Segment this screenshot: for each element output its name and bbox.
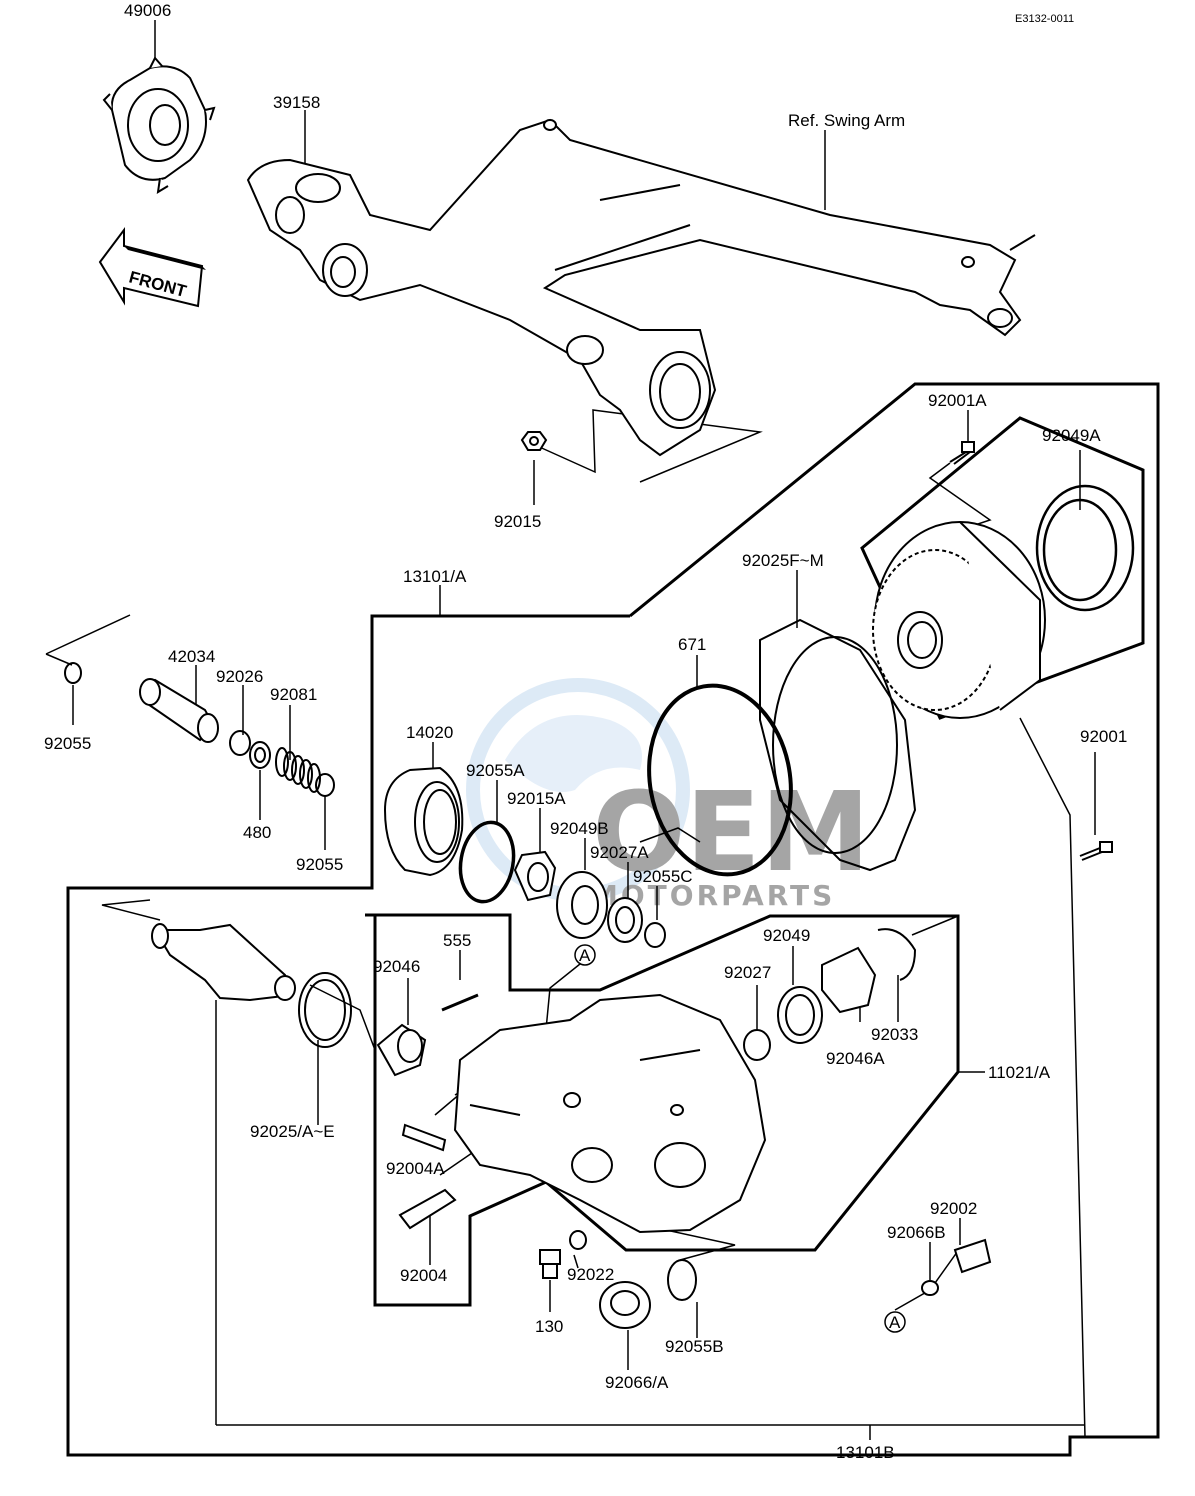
label-14020: 14020 [406, 723, 453, 742]
label-11021A: 11021/A [988, 1063, 1051, 1082]
label-92033: 92033 [871, 1025, 918, 1044]
label-92001: 92001 [1080, 727, 1127, 746]
label-92027: 92027 [724, 963, 771, 982]
part-small-rings [64, 662, 335, 797]
label-555: 555 [443, 931, 471, 950]
part-front-arrow: FRONT [98, 227, 206, 308]
label-480: 480 [243, 823, 271, 842]
label-92002: 92002 [930, 1199, 977, 1218]
label-92027A: 92027A [590, 843, 649, 862]
label-92055C: 92055C [633, 867, 693, 886]
part-92001-bolt [1079, 841, 1113, 861]
label-130: 130 [535, 1317, 563, 1336]
label-92081: 92081 [270, 685, 317, 704]
part-studs [398, 1123, 457, 1230]
label-92004A: 92004A [386, 1159, 445, 1178]
part-92055A-oring [458, 820, 516, 904]
part-671-oring [647, 683, 793, 877]
part-right-bearings [743, 928, 917, 1061]
label-92026: 92026 [216, 667, 263, 686]
label-13101A: 13101/A [403, 567, 467, 586]
label-92055-b: 92055 [296, 855, 343, 874]
marker-a-top-text: A [579, 946, 591, 965]
part-ring-gear [872, 521, 1046, 719]
part-49006-coupling [102, 56, 216, 194]
label-92022: 92022 [567, 1265, 614, 1284]
label-92055A: 92055A [466, 761, 525, 780]
label-92004: 92004 [400, 1266, 447, 1285]
label-42034: 42034 [168, 647, 215, 666]
label-ref-swing-arm: Ref. Swing Arm [788, 111, 905, 130]
label-92025AE: 92025/A~E [250, 1122, 335, 1141]
label-92055B: 92055B [665, 1337, 724, 1356]
part-92046-bearing [376, 993, 479, 1077]
label-92049: 92049 [763, 926, 810, 945]
marker-a-bottom-text: A [889, 1313, 901, 1332]
label-92049B: 92049B [550, 819, 609, 838]
label-92066A: 92066/A [605, 1373, 669, 1392]
label-92046: 92046 [373, 957, 420, 976]
part-92001A-bolt [949, 441, 975, 465]
label-92066B: 92066B [887, 1223, 946, 1242]
part-final-drive-case [453, 993, 767, 1234]
outline-11021A [365, 913, 960, 1307]
part-92081-spring [275, 747, 321, 793]
label-92001A: 92001A [928, 391, 987, 410]
label-92015: 92015 [494, 512, 541, 531]
label-39158: 39158 [273, 93, 320, 112]
label-49006: 49006 [124, 1, 171, 20]
label-92025FM: 92025F~M [742, 551, 824, 570]
label-92049A: 92049A [1042, 426, 1101, 445]
marker-a-top: A [574, 944, 596, 966]
part-42034-sleeve [139, 678, 219, 743]
part-92025AE-shim [298, 972, 352, 1048]
label-92055-left: 92055 [44, 734, 91, 753]
part-bottom-fasteners [539, 1230, 992, 1329]
part-14020-nut [383, 766, 464, 877]
part-92049A-seal [1035, 484, 1135, 612]
doc-code: E3132-0011 [1015, 13, 1074, 25]
part-labels: E3132-0011 49006 39158 Ref. Swing Arm 92… [44, 1, 1127, 1462]
outline-13101B [66, 382, 1160, 1457]
part-pinion-gear [151, 923, 296, 1002]
label-92046A: 92046A [826, 1049, 885, 1068]
part-swing-arm [246, 118, 1036, 457]
marker-a-bottom: A [884, 1311, 906, 1333]
label-92015A: 92015A [507, 789, 566, 808]
label-671: 671 [678, 635, 706, 654]
label-13101B: 13101B [836, 1443, 895, 1462]
part-bearing-stack [513, 850, 666, 948]
part-92015-nut [520, 431, 548, 451]
part-92025FM-gasket [759, 618, 917, 872]
